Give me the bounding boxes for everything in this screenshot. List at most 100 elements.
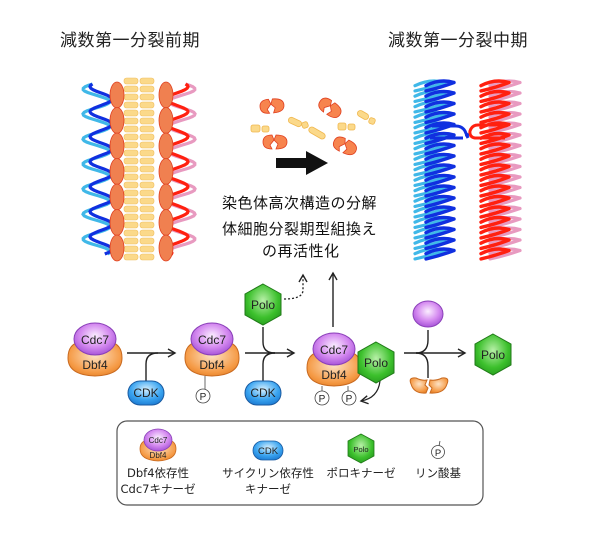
axis-oval-left (109, 81, 125, 109)
cdc7-label: Cdc7 (149, 436, 168, 445)
axis-oval-left (109, 158, 125, 185)
axis-oval-right (158, 158, 174, 185)
ladder-rung (139, 85, 155, 93)
ladder-rung (139, 213, 155, 221)
phosphate-label: P (435, 448, 441, 459)
ladder-rung (123, 253, 139, 261)
title-prophase: 減数第一分裂前期 (60, 31, 200, 51)
cdk-label: CDK (258, 446, 279, 457)
cdk-2: CDK (244, 380, 282, 406)
axis-oval-left (109, 107, 125, 134)
ladder-rung (139, 157, 155, 165)
blue-chromatid-coils (81, 82, 114, 256)
phosphate-label: P (319, 394, 326, 405)
caption-mitotic-recombination: 体細胞分裂期型組換え (222, 220, 378, 238)
polo-input-curve (262, 327, 276, 354)
legend-label-line: サイクリン依存性 (222, 466, 314, 480)
ladder-rung (123, 165, 139, 173)
cdc7-label: Cdc7 (81, 333, 109, 347)
legend-label-line: Dbf4依存性 (126, 466, 190, 480)
legend-label-line: リン酸基 (415, 466, 461, 480)
axis-oval-left (109, 132, 125, 160)
polo-1: Polo (244, 283, 282, 326)
degraded-dbf4 (409, 377, 449, 394)
axis-oval-left (109, 209, 125, 236)
ladder-rung (139, 141, 155, 149)
ladder-rung (139, 205, 155, 213)
legend-label-line: キナーゼ (245, 482, 291, 496)
ladder-rung (123, 133, 139, 141)
ladder-rung (139, 237, 155, 245)
ladder-rung (123, 109, 139, 117)
ladder-rung (123, 141, 139, 149)
axis-oval-right (158, 209, 174, 236)
legend-icon-cdk: CDK (252, 440, 284, 461)
ladder-rung (123, 181, 139, 189)
yellow-fragment (357, 110, 369, 120)
phosphate (341, 390, 357, 406)
ladder-rung (123, 205, 139, 213)
legend-label-polo: ポロキナーゼ (321, 465, 401, 481)
legend-icon-phosphate: P (431, 440, 445, 459)
cdk-1: CDK (127, 380, 165, 406)
dark-blue-coil (424, 79, 456, 261)
phosphate-label: P (200, 392, 207, 403)
legend-label-line: ポロキナーゼ (326, 466, 396, 480)
legend-label-cdc7-dbf4: Dbf4依存性 Cdc7キナーゼ (118, 465, 198, 497)
yellow-fragment (368, 117, 376, 125)
ladder-rung (123, 157, 139, 165)
phosphate (195, 388, 211, 404)
red-coil (479, 79, 511, 261)
axis-oval-right (158, 81, 174, 109)
cdc7-shape (73, 322, 117, 356)
axis-oval-right (158, 183, 174, 211)
ladder-rung (139, 93, 155, 101)
ladder-rung (123, 149, 139, 157)
yellow-fragment (337, 122, 347, 131)
dotted-arrow (283, 273, 308, 300)
axis-ovals (109, 81, 174, 262)
dbf4-label: Dbf4 (199, 358, 225, 372)
yellow-fragment (301, 121, 309, 129)
polo-label: Polo (251, 298, 275, 312)
axis-oval-right (158, 132, 174, 160)
ladder-rung (139, 165, 155, 173)
ladder-rung (123, 117, 139, 125)
ladder-rung (139, 133, 155, 141)
legend-icon-polo: Polo (347, 433, 375, 464)
orange-fragment (259, 98, 285, 114)
polo-phospho-arrow (359, 380, 381, 405)
dbf4-label: Dbf4 (82, 358, 108, 372)
ladder-rung (123, 77, 139, 85)
synaptonemal-ladder (122, 76, 156, 261)
ladder-rung (123, 101, 139, 109)
ladder-rung (139, 149, 155, 157)
dbf4-label: Dbf4 (150, 451, 167, 460)
legend-box (116, 420, 484, 506)
yellow-fragment (347, 123, 356, 131)
ladder-rung (139, 173, 155, 181)
legend-icon-cdc7-dbf4: Cdc7 Dbf4 (139, 428, 177, 462)
ladder-rung (139, 101, 155, 109)
phosphate (314, 390, 330, 406)
cdc7-dbf4-complex-2: Cdc7 Dbf4 P (184, 322, 240, 404)
polo-label: Polo (364, 356, 388, 370)
title-metaphase: 減数第一分裂中期 (388, 31, 528, 51)
cdk-label: CDK (250, 386, 275, 400)
ladder-rung (139, 77, 155, 85)
ladder-rung (123, 213, 139, 221)
cdc7-label: Cdc7 (198, 333, 226, 347)
ladder-rung (139, 117, 155, 125)
ladder-rung (139, 189, 155, 197)
crossover-blue (432, 124, 470, 139)
phosphate-label: P (346, 394, 353, 405)
degraded-fragments (250, 97, 376, 156)
red-homolog-coils (479, 79, 522, 261)
transition-arrow (276, 151, 328, 175)
ladder-rung (123, 189, 139, 197)
cdc7-label: Cdc7 (320, 343, 348, 357)
ladder-rung (123, 173, 139, 181)
ladder-rung (139, 181, 155, 189)
dbf4-release-curve (415, 352, 429, 378)
yellow-fragment (308, 126, 326, 140)
